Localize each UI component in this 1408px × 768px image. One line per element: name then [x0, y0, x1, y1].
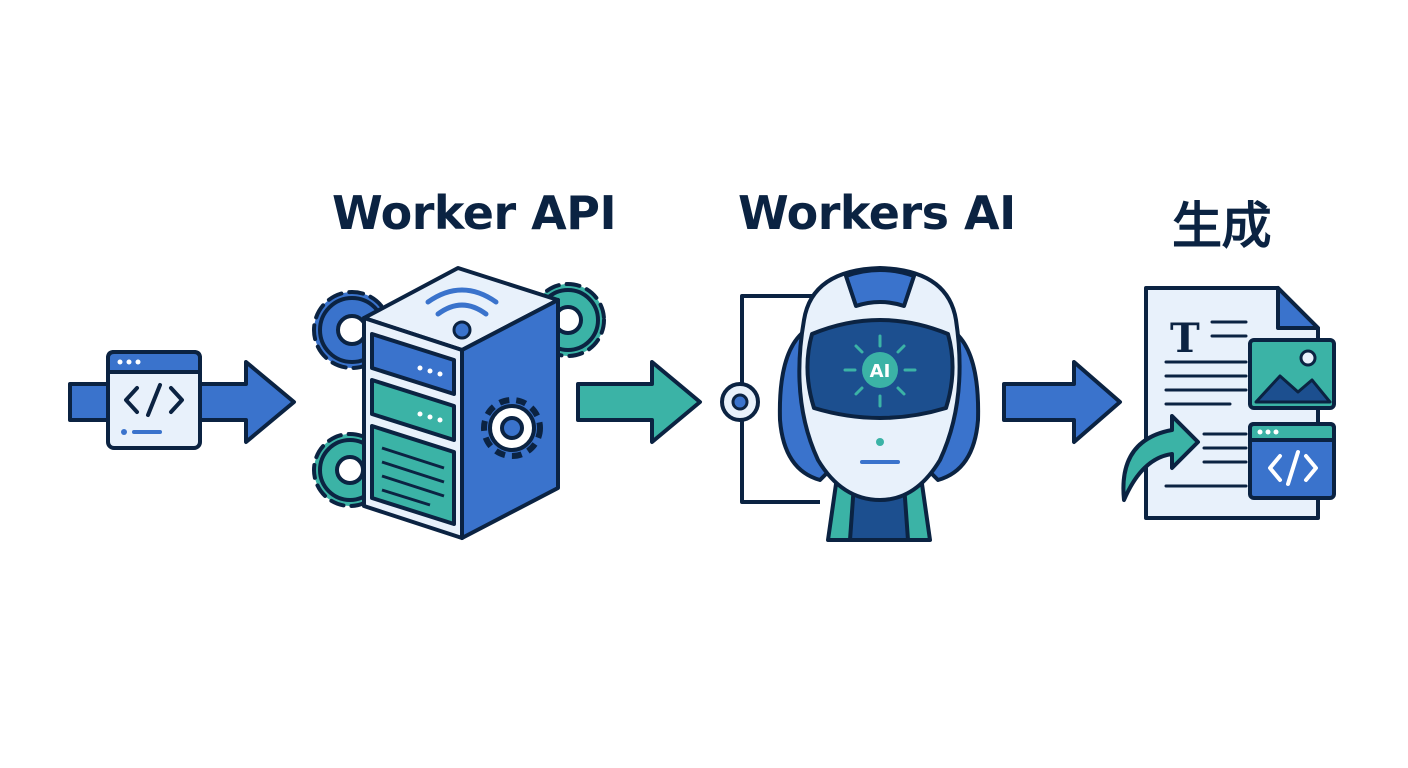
stage-title-generate: 生成 — [1172, 197, 1272, 255]
code-window-icon — [106, 350, 202, 450]
server-icon — [362, 266, 560, 540]
document-letter: T — [1170, 315, 1200, 362]
robot-head-icon: AI — [720, 266, 981, 542]
code-icon — [1248, 422, 1336, 500]
stage-title-worker-api: Worker API — [332, 186, 617, 240]
stage-title-workers-ai: Workers AI — [738, 186, 1016, 240]
wifi-icon — [425, 287, 499, 340]
arrow-3 — [1002, 360, 1122, 444]
curved-arrow-icon — [1121, 414, 1200, 502]
arrow-2 — [576, 360, 702, 444]
image-icon — [1248, 338, 1336, 410]
ai-badge: AI — [870, 361, 891, 382]
